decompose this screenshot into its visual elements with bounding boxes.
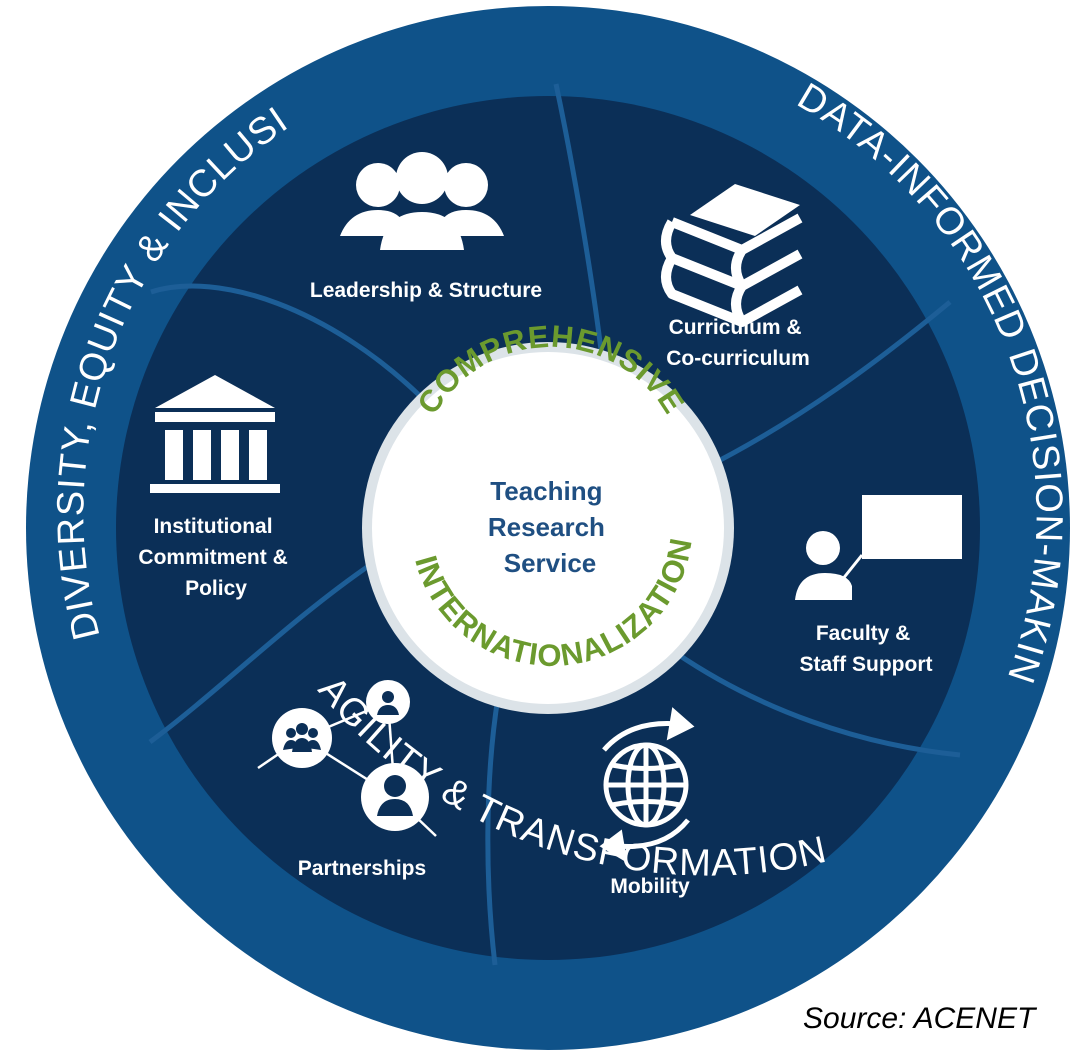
people-group-icon: [340, 152, 504, 250]
center-circle: [372, 352, 724, 704]
source-caption: Source: ACENET: [803, 1002, 1036, 1035]
segment-label-leadership: Leadership & Structure: [310, 279, 542, 302]
segment-label-partnerships: Partnerships: [298, 857, 426, 880]
segment-label-institutional: Institutional Commitment & Policy: [138, 515, 293, 600]
segment-label-faculty: Faculty & Staff Support: [800, 622, 933, 676]
presenter-board-icon: [795, 495, 962, 600]
globe-arrows-icon: [599, 707, 695, 863]
segment-label-mobility: Mobility: [610, 875, 690, 898]
segment-dividers: [148, 83, 961, 966]
center-core-activities: Teaching Research Service: [488, 476, 612, 578]
institution-building-icon: [150, 375, 280, 493]
network-people-icon: [257, 680, 437, 837]
books-icon: [661, 184, 803, 327]
segment-label-curriculum: Curriculum & Co-curriculum: [666, 316, 810, 370]
